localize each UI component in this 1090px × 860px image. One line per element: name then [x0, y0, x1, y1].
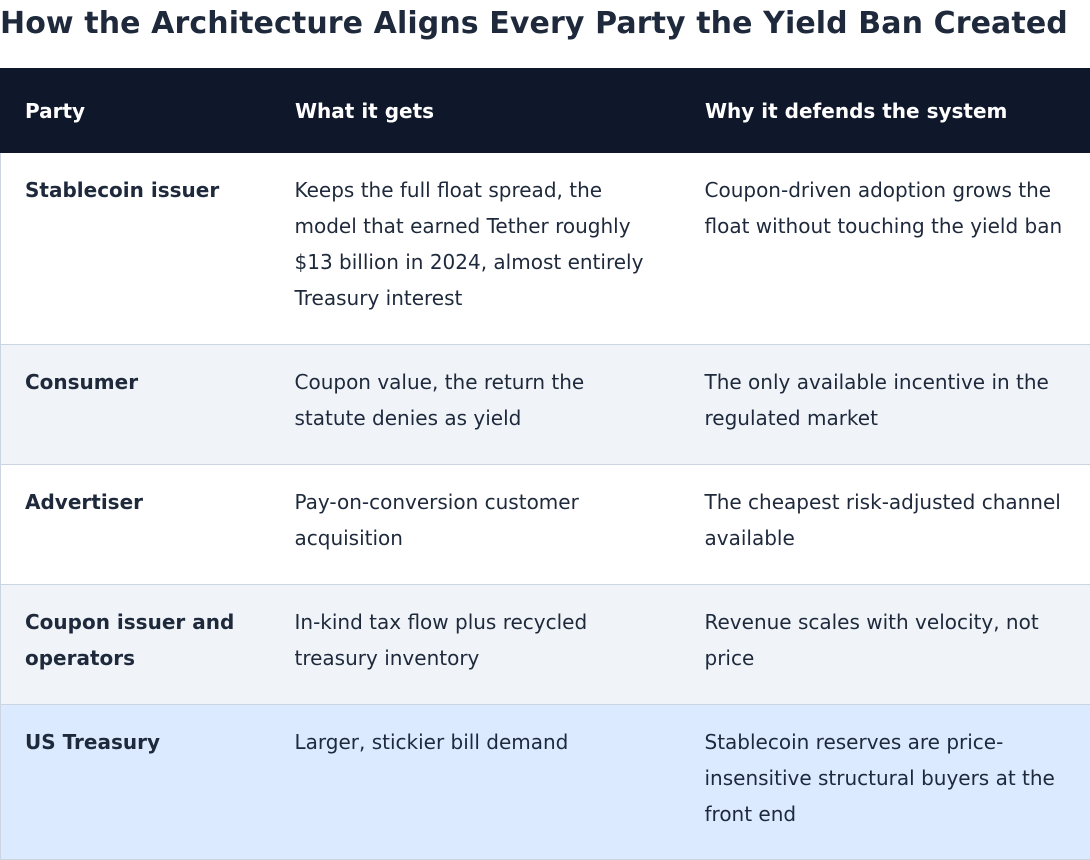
- table-header: Party What it gets Why it defends the sy…: [0, 68, 1090, 153]
- column-header-party: Party: [0, 68, 271, 153]
- why-it-defends-cell: Revenue scales with velocity, not price: [680, 584, 1090, 705]
- why-it-defends-cell: Coupon-driven adoption grows the float w…: [680, 152, 1090, 345]
- column-header-what-it-gets: What it gets: [270, 68, 681, 153]
- table-row: Coupon issuer and operators In-kind tax …: [0, 584, 1090, 705]
- party-cell: Advertiser: [0, 464, 271, 585]
- why-it-defends-cell: Stablecoin reserves are price-insensitiv…: [680, 704, 1090, 860]
- what-it-gets-cell: Pay-on-conversion customer acquisition: [270, 464, 681, 585]
- table-row: Consumer Coupon value, the return the st…: [0, 344, 1090, 465]
- table-row-highlighted: US Treasury Larger, stickier bill demand…: [0, 704, 1090, 860]
- what-it-gets-cell: In-kind tax flow plus recycled treasury …: [270, 584, 681, 705]
- table-header-row: Party What it gets Why it defends the sy…: [0, 68, 1090, 153]
- what-it-gets-cell: Larger, stickier bill demand: [270, 704, 681, 860]
- party-cell: US Treasury: [0, 704, 271, 860]
- what-it-gets-cell: Coupon value, the return the statute den…: [270, 344, 681, 465]
- table-body: Stablecoin issuer Keeps the full float s…: [0, 152, 1090, 860]
- party-cell: Stablecoin issuer: [0, 152, 271, 345]
- why-it-defends-cell: The cheapest risk-adjusted channel avail…: [680, 464, 1090, 585]
- party-cell: Consumer: [0, 344, 271, 465]
- table-row: Stablecoin issuer Keeps the full float s…: [0, 152, 1090, 345]
- what-it-gets-cell: Keeps the full float spread, the model t…: [270, 152, 681, 345]
- column-header-why-it-defends: Why it defends the system: [680, 68, 1090, 153]
- table-row: Advertiser Pay-on-conversion customer ac…: [0, 464, 1090, 585]
- party-alignment-table: Party What it gets Why it defends the sy…: [0, 68, 1090, 860]
- party-cell: Coupon issuer and operators: [0, 584, 271, 705]
- page-title: How the Architecture Aligns Every Party …: [0, 6, 1068, 41]
- why-it-defends-cell: The only available incentive in the regu…: [680, 344, 1090, 465]
